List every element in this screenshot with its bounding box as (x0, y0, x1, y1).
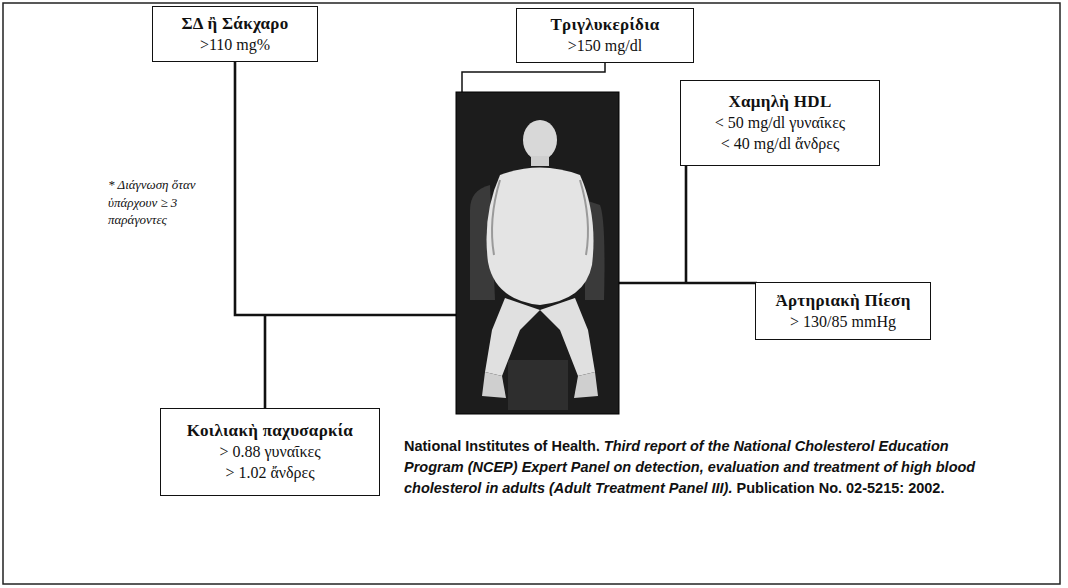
criterion-value: < 40 mg/dl ἄνδρες (693, 134, 867, 155)
criterion-value: >150 mg/dl (529, 36, 681, 57)
leader-line (235, 60, 457, 315)
criterion-value: > 0.88 γυναῖκες (173, 442, 367, 463)
outer-frame (3, 3, 1060, 584)
criterion-title: Ἀρτηριακὴ Πίεση (768, 290, 918, 312)
patient-photo (456, 92, 619, 414)
criterion-value: >110 mg% (165, 35, 305, 56)
citation-part: Publication No. 02-5215: 2002. (737, 480, 945, 496)
leader-line (264, 315, 267, 410)
criterion-box: Ἀρτηριακὴ Πίεση> 130/85 mmHg (755, 282, 931, 340)
diagnosis-note: * Διάγνωση ὅταν ὑπάρχουν ≥ 3 παράγοντες (108, 176, 226, 229)
criterion-box: ΣΔ ἢ Σάκχαρο>110 mg% (152, 6, 318, 62)
criterion-title: Τριγλυκερίδια (529, 14, 681, 36)
criterion-title: Κοιλιακὴ παχυσαρκία (173, 420, 367, 442)
criterion-value: > 130/85 mmHg (768, 312, 918, 333)
leader-line (618, 282, 757, 285)
leader-line (685, 164, 688, 283)
criterion-box: Τριγλυκερίδια>150 mg/dl (516, 8, 694, 63)
citation: National Institutes of Health.Third repo… (404, 436, 1004, 499)
criterion-value: < 50 mg/dl γυναῖκες (693, 113, 867, 134)
criterion-value: > 1.02 ἄνδρες (173, 463, 367, 484)
citation-part: National Institutes of Health. (404, 438, 600, 454)
criterion-title: ΣΔ ἢ Σάκχαρο (165, 13, 305, 35)
criterion-box: Χαμηλὴ HDL< 50 mg/dl γυναῖκες< 40 mg/dl … (680, 80, 880, 166)
criterion-box: Κοιλιακὴ παχυσαρκία> 0.88 γυναῖκες> 1.02… (160, 408, 380, 496)
criterion-title: Χαμηλὴ HDL (693, 91, 867, 113)
leader-line (462, 58, 605, 92)
